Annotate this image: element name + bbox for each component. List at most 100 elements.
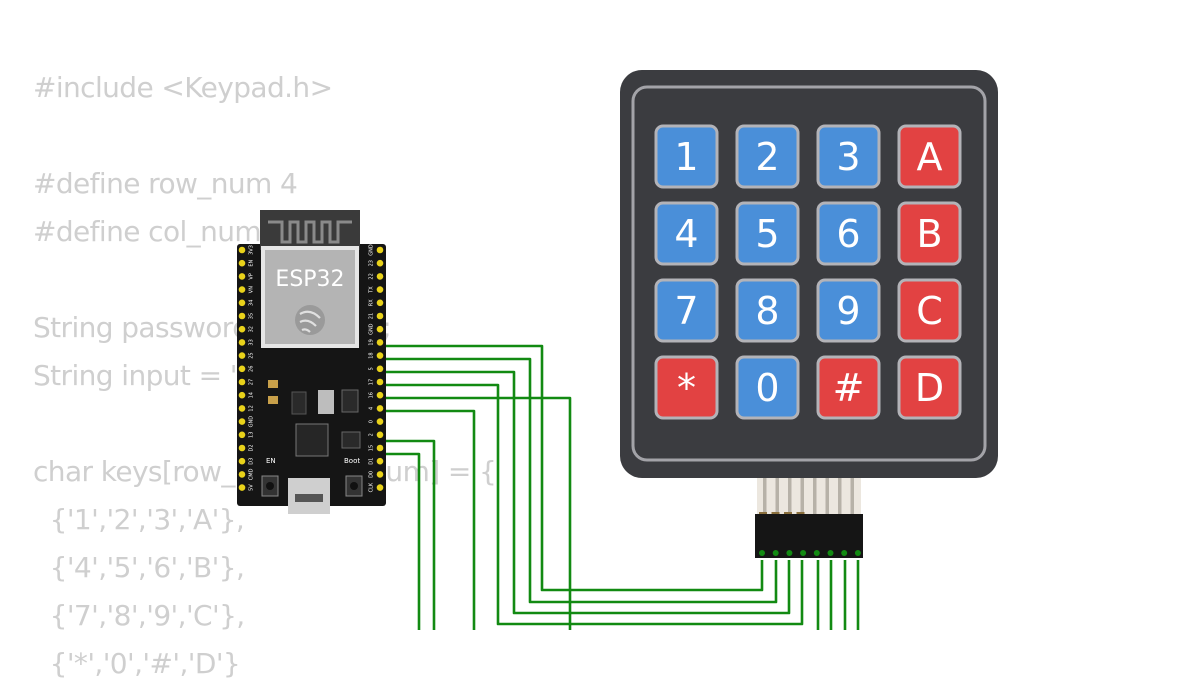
wire[interactable] xyxy=(380,344,764,592)
key-cap xyxy=(654,201,719,266)
pin-label-left: 34 xyxy=(249,300,255,306)
usb-uart-chip xyxy=(295,423,329,457)
pin-right[interactable] xyxy=(376,457,384,465)
pin-right[interactable] xyxy=(376,352,384,359)
pin-right[interactable] xyxy=(376,444,384,452)
pin-right[interactable] xyxy=(376,431,384,439)
pin-left[interactable] xyxy=(238,431,246,439)
keypad-border xyxy=(631,85,987,462)
key-label: 2 xyxy=(755,135,779,179)
pin-left[interactable] xyxy=(238,259,246,267)
key-8[interactable]: 8 xyxy=(735,278,800,343)
wire[interactable] xyxy=(380,439,436,630)
key-label: D xyxy=(915,366,944,410)
key-5[interactable]: 5 xyxy=(735,201,800,266)
key-label: 5 xyxy=(755,212,779,256)
connector-pin[interactable] xyxy=(813,550,820,556)
pin-label-right: 4 xyxy=(369,407,375,410)
wire[interactable] xyxy=(380,452,421,630)
pin-label-left: 12 xyxy=(249,405,255,411)
pin-right[interactable] xyxy=(376,418,384,425)
antenna-trace xyxy=(268,220,352,244)
pin-right[interactable] xyxy=(376,273,384,280)
pin-left[interactable] xyxy=(238,325,246,333)
wire[interactable] xyxy=(380,409,476,630)
key-hash[interactable]: # xyxy=(816,355,881,420)
pin-left[interactable] xyxy=(238,484,246,491)
pin-left[interactable] xyxy=(238,391,246,399)
wire[interactable] xyxy=(380,396,572,630)
code-line: #define row_num 4 xyxy=(33,167,298,200)
pin-right[interactable] xyxy=(376,471,384,478)
pin-left[interactable] xyxy=(238,286,246,293)
pin-right[interactable] xyxy=(376,405,384,412)
pin-left[interactable] xyxy=(238,312,246,320)
pin-left[interactable] xyxy=(238,444,246,452)
pin-left[interactable] xyxy=(238,299,246,307)
wire[interactable] xyxy=(380,357,778,604)
key-a[interactable]: A xyxy=(897,124,962,189)
pin-left[interactable] xyxy=(238,273,246,280)
en-label: EN xyxy=(266,457,276,465)
key-c[interactable]: C xyxy=(897,278,962,343)
key-2[interactable]: 2 xyxy=(735,124,800,189)
pin-label-right: 2 xyxy=(369,433,375,436)
key-d[interactable]: D xyxy=(897,355,962,420)
connector-pin[interactable] xyxy=(800,550,807,556)
pin-left[interactable] xyxy=(238,457,246,465)
wire[interactable] xyxy=(380,383,804,626)
pin-label-right: 17 xyxy=(369,379,375,385)
key-0[interactable]: 0 xyxy=(735,355,800,420)
key-label: 6 xyxy=(836,212,860,256)
key-b[interactable]: B xyxy=(897,201,962,266)
pin-right[interactable] xyxy=(376,339,384,346)
pin-label-right: 22 xyxy=(369,273,375,279)
ribbon-strip xyxy=(763,478,767,514)
connector-pin[interactable] xyxy=(827,550,834,556)
key-7[interactable]: 7 xyxy=(654,278,719,343)
pin-left[interactable] xyxy=(238,365,246,373)
pin-left[interactable] xyxy=(238,246,246,254)
pin-right[interactable] xyxy=(376,325,384,333)
pin-label-left: 26 xyxy=(249,366,255,372)
pin-left[interactable] xyxy=(238,471,246,478)
pin-right[interactable] xyxy=(376,378,384,386)
ribbon-strip xyxy=(813,478,817,514)
pin-right[interactable] xyxy=(376,299,384,307)
wire[interactable] xyxy=(380,370,791,615)
connector-pin[interactable] xyxy=(772,550,779,556)
pin-left[interactable] xyxy=(238,339,246,346)
pin-label-right: GND xyxy=(369,244,375,256)
pin-left[interactable] xyxy=(238,405,246,412)
key-6[interactable]: 6 xyxy=(816,201,881,266)
pin-right[interactable] xyxy=(376,286,384,293)
code-line: {'7','8','9','C'}, xyxy=(33,599,246,632)
pin-right[interactable] xyxy=(376,312,384,320)
pin-left[interactable] xyxy=(238,378,246,386)
pin-right[interactable] xyxy=(376,246,384,254)
boot-label: Boot xyxy=(344,457,360,465)
pin-label-left: 33 xyxy=(249,339,255,345)
key-9[interactable]: 9 xyxy=(816,278,881,343)
pin-label-right: RX xyxy=(369,299,375,306)
key-4[interactable]: 4 xyxy=(654,201,719,266)
boot-button-cap xyxy=(350,482,358,490)
regulator-chip xyxy=(291,391,307,415)
key-1[interactable]: 1 xyxy=(654,124,719,189)
pin-right[interactable] xyxy=(376,365,384,373)
connector-pin[interactable] xyxy=(841,550,848,556)
pin-right[interactable] xyxy=(376,391,384,399)
code-line: #include <Keypad.h> xyxy=(33,71,333,104)
key-label: 3 xyxy=(836,135,860,179)
pin-right[interactable] xyxy=(376,484,384,491)
pin-right[interactable] xyxy=(376,259,384,267)
key-3[interactable]: 3 xyxy=(816,124,881,189)
key-star[interactable]: * xyxy=(654,355,719,420)
pin-left[interactable] xyxy=(238,352,246,359)
connector-pin[interactable] xyxy=(854,550,861,556)
connector-pin[interactable] xyxy=(786,550,793,556)
pin-left[interactable] xyxy=(238,418,246,425)
connector-pin[interactable] xyxy=(759,550,765,556)
